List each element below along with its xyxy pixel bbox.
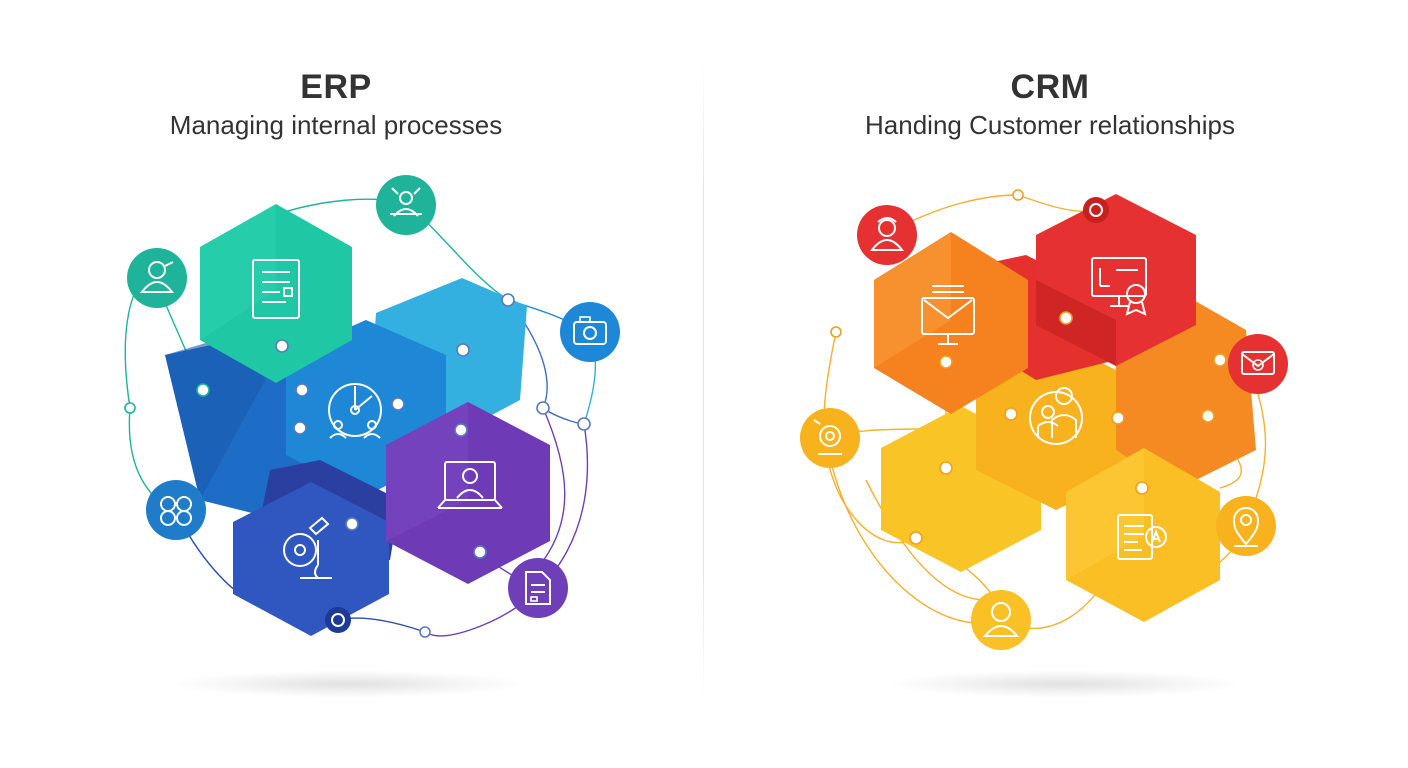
network-nodes-icon [146, 480, 206, 540]
document-a-icon [1117, 514, 1167, 560]
team-gauge-icon [328, 383, 382, 439]
email-monitor-icon [921, 285, 975, 345]
erp-dark-node-ring [331, 613, 345, 627]
envelope-icon [1228, 334, 1288, 394]
camera-icon [560, 302, 620, 362]
crm-dark-node-ring [1089, 203, 1103, 217]
crm-hex-orange-face [874, 232, 951, 368]
laptop-user-icon [437, 461, 503, 509]
erp-hex-shade [165, 330, 265, 500]
erp-connector-nodes [124, 293, 591, 638]
crm-hex-yellow-face [1066, 448, 1144, 580]
crm-title: CRM [1010, 68, 1090, 106]
panel-divider [703, 60, 704, 700]
crm-hex-red-shade [1036, 280, 1116, 366]
report-icon [252, 259, 300, 319]
erp-hex-purple-face [386, 402, 468, 541]
monitor-certificate-icon [1091, 257, 1147, 316]
document-icon [508, 558, 568, 618]
people-network-icon [376, 175, 436, 235]
crm-diagram [800, 189, 1288, 650]
erp-panel: ERP Managing internal processes [0, 0, 700, 768]
erp-subtitle: Managing internal processes [169, 110, 503, 140]
crm-dark-node [1083, 197, 1109, 223]
location-pin-icon [1216, 496, 1276, 556]
crm-subtitle: Handing Customer relationships [865, 110, 1235, 140]
erp-dark-node [325, 607, 351, 633]
erp-hex-teal [200, 204, 352, 383]
crm-ground-shadow [884, 670, 1244, 698]
erp-ground-shadow [168, 670, 528, 698]
erp-hex-teal-face [200, 204, 276, 340]
user-icon [857, 205, 917, 265]
user-icon [127, 248, 187, 308]
erp-title: ERP [300, 68, 372, 106]
erp-diagram [124, 175, 620, 638]
webcam-icon [800, 408, 860, 468]
team-icon [1029, 387, 1083, 445]
microscope-icon [283, 516, 332, 579]
crm-panel: CRM Handing Customer relationships [706, 0, 1406, 768]
user-avatar-icon [971, 590, 1031, 650]
